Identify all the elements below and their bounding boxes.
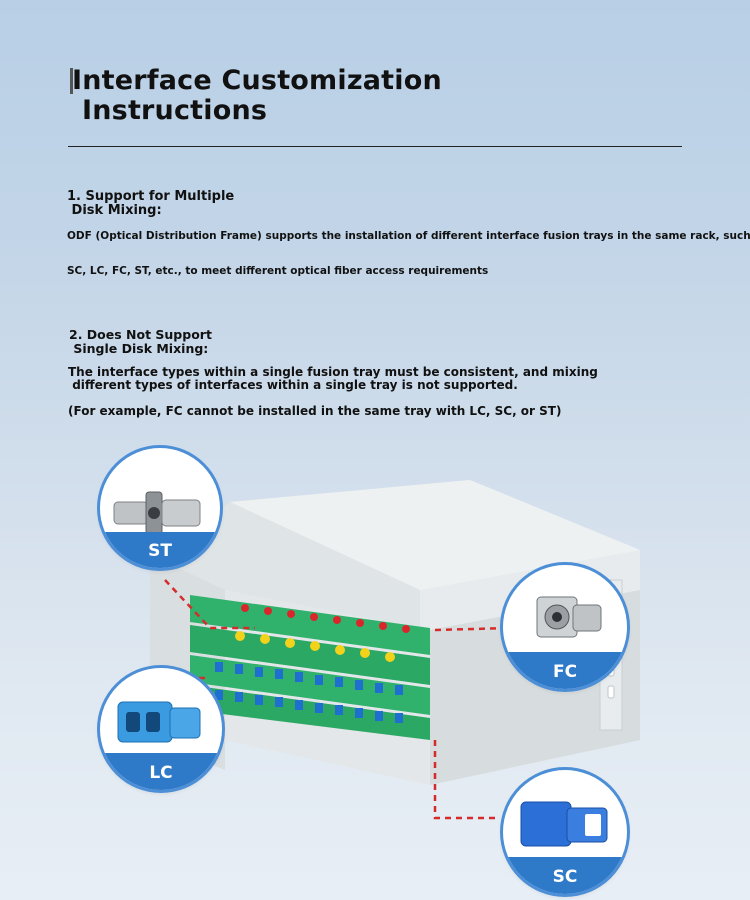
blue-connectors [215,662,403,723]
fc-connector-icon [536,596,602,638]
tray-row-2 [190,625,430,685]
section2-heading: 2. Does Not Support Single Disk Mixing: [69,328,212,356]
callout-lc: LC [100,668,222,790]
section2-text: The interface types within a single fusi… [68,366,598,392]
section2-heading-line1: 2. Does Not Support [69,327,212,342]
section2-text-line1: The interface types within a single fusi… [68,365,598,379]
red-connectors [241,604,410,633]
title-divider [68,146,682,147]
section1-heading-line1: 1. Support for Multiple [67,189,235,204]
tray-row-3 [190,655,430,715]
callout-lc-label: LC [149,762,173,783]
section1-heading: 1. Support for Multiple Disk Mixing: [67,190,234,218]
section2-heading-line2: Single Disk Mixing: [73,341,209,356]
tray-row-4 [190,685,430,740]
callout-sc: SC [503,770,627,894]
section1-text-line1: ODF (Optical Distribution Frame) support… [67,230,750,242]
st-connector-icon [113,491,201,535]
tray-row-1 [190,595,430,655]
callout-fc: FC [503,565,627,689]
section2-text-line2: different types of interfaces within a s… [72,378,518,392]
section1-heading-line2: Disk Mixing: [71,203,162,218]
section1-text-line2: SC, LC, FC, ST, etc., to meet different … [67,265,489,277]
page-title-line2: Instructions [82,95,268,126]
rack-lid [230,480,640,590]
callout-fc-label: FC [552,661,578,682]
page-title: Interface Customization Instructions [72,66,442,126]
odf-rack-image [150,480,640,820]
callout-sc-label: SC [552,866,578,887]
callout-st: ST [100,448,220,568]
yellow-connectors [235,631,395,662]
lc-connector-icon [117,701,201,743]
sc-connector-icon [520,801,608,847]
callout-st-label: ST [148,540,172,561]
page-title-line1: Interface Customization [72,65,442,96]
odf-illustration: ST FC LC [0,440,750,900]
title-accent-bar [70,68,73,94]
section2-example: (For example, FC cannot be installed in … [68,404,562,418]
